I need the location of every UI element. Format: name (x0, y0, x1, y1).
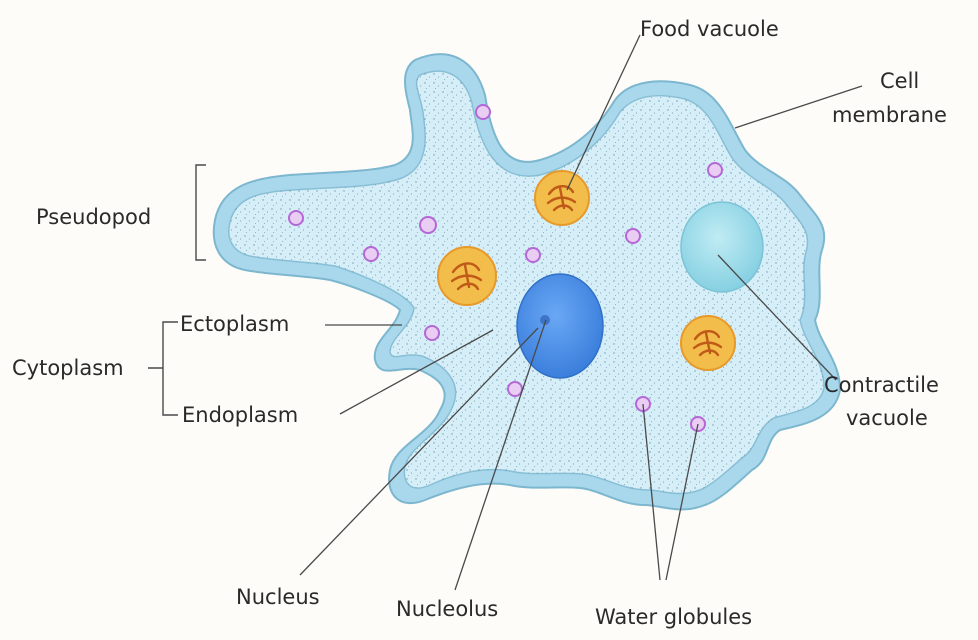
label-ectoplasm: Ectoplasm (180, 312, 289, 336)
nucleus (517, 274, 603, 378)
label-contractile-vacuole-2: vacuole (846, 406, 928, 430)
water-globule (526, 248, 540, 262)
label-water-globules: Water globules (595, 605, 752, 629)
water-globule (626, 229, 640, 243)
water-globule (364, 247, 378, 261)
label-cell-membrane-1: Cell (880, 69, 919, 93)
pseudopod-bracket (196, 165, 206, 260)
water-globule (420, 217, 436, 233)
water-globule (476, 105, 490, 119)
water-globule (508, 382, 522, 396)
label-nucleolus: Nucleolus (396, 597, 498, 621)
label-endoplasm: Endoplasm (182, 403, 298, 427)
water-globule (425, 326, 439, 340)
food-vacuole (438, 247, 496, 305)
label-cell-membrane-2: membrane (832, 103, 947, 127)
label-pseudopod: Pseudopod (36, 205, 151, 229)
water-globule (289, 211, 303, 225)
label-food-vacuole: Food vacuole (640, 17, 779, 41)
contractile-vacuole (681, 202, 763, 292)
label-nucleus: Nucleus (236, 585, 320, 609)
water-globule (708, 163, 722, 177)
cytoplasm-bracket (148, 322, 178, 415)
label-cytoplasm: Cytoplasm (12, 356, 124, 380)
food-vacuole (535, 171, 589, 225)
label-contractile-vacuole-1: Contractile (824, 373, 939, 397)
food-vacuole (681, 316, 735, 370)
